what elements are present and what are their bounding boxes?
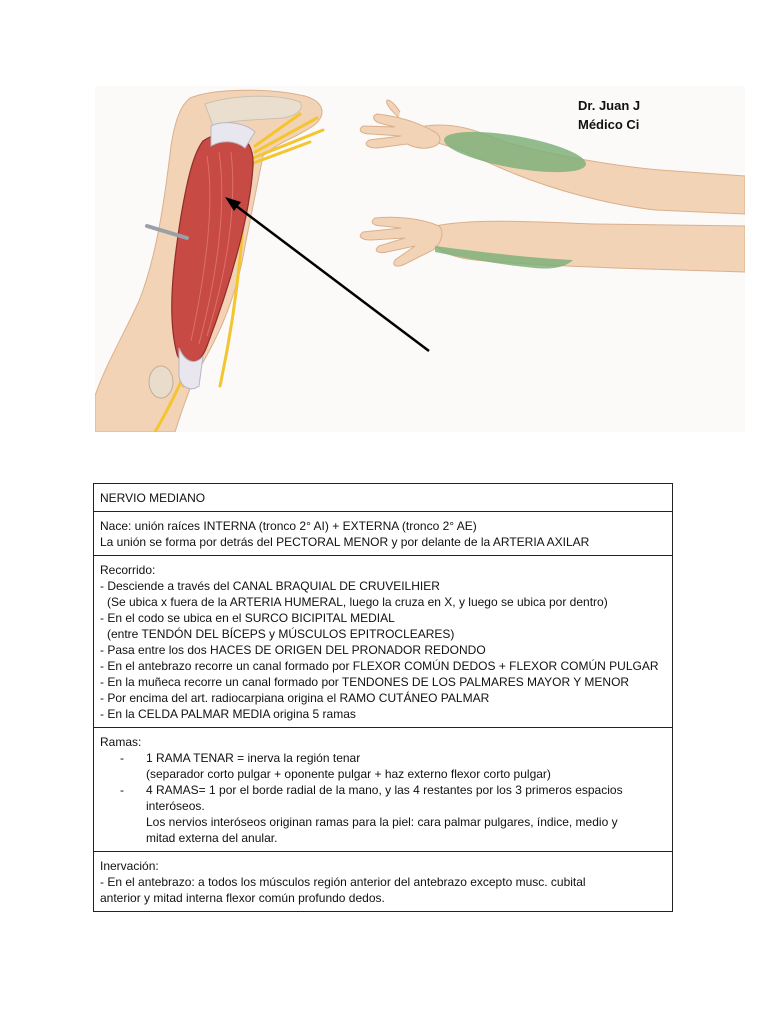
branch-line: 4 RAMAS= 1 por el borde radial de la man… — [146, 783, 623, 797]
author-line-1: Dr. Juan J — [578, 98, 641, 113]
course-line: - En la muñeca recorre un canal formado … — [100, 675, 630, 689]
course-line: - Pasa entre los dos HACES DE ORIGEN DEL… — [100, 643, 486, 657]
nerve-notes-table: NERVIO MEDIANO Nace: unión raíces INTERN… — [93, 483, 673, 912]
course-line: (Se ubica x fuera de la ARTERIA HUMERAL,… — [107, 595, 608, 609]
branch-line: (separador corto pulgar + oponente pulga… — [146, 767, 551, 781]
list-item: - 4 RAMAS= 1 por el borde radial de la m… — [100, 782, 666, 846]
table-title: NERVIO MEDIANO — [93, 483, 673, 512]
origin-line-1: Nace: unión raíces INTERNA (tronco 2° AI… — [100, 519, 477, 533]
pointer-arrow — [225, 197, 430, 352]
branch-line: Los nervios interóseos originan ramas pa… — [146, 815, 618, 829]
author-line-2: Médico Ci — [578, 117, 640, 132]
course-line: - Por encima del art. radiocarpiana orig… — [100, 691, 490, 705]
sensory-area-lower — [435, 246, 573, 269]
branch-line: interóseos. — [146, 799, 205, 813]
innervation-heading: Inervación: — [100, 859, 159, 873]
course-heading: Recorrido: — [100, 563, 156, 577]
branch-line: 1 RAMA TENAR = inerva la región tenar — [146, 751, 361, 765]
branches-list: - 1 RAMA TENAR = inerva la región tenar … — [100, 750, 666, 846]
table-row-title: NERVIO MEDIANO — [93, 483, 673, 512]
course-line: - En el codo se ubica en el SURCO BICIPI… — [100, 611, 395, 625]
anatomy-drawing — [95, 89, 745, 432]
branches-heading: Ramas: — [100, 735, 142, 749]
anatomy-illustration — [95, 86, 745, 432]
origin-line-2: La unión se forma por detrás del PECTORA… — [100, 535, 590, 549]
course-cell: Recorrido: - Desciende a través del CANA… — [93, 555, 673, 728]
innervation-line-2: anterior y mitad interna flexor común pr… — [100, 891, 385, 905]
forearm-lower — [359, 216, 745, 273]
origin-cell: Nace: unión raíces INTERNA (tronco 2° AI… — [93, 511, 673, 556]
list-dash: - — [120, 783, 124, 797]
table-row-innervation: Inervación: - En el antebrazo: a todos l… — [93, 851, 673, 912]
course-line: - En el antebrazo recorre un canal forma… — [100, 659, 659, 673]
sensory-area-upper — [444, 131, 586, 173]
list-item: - 1 RAMA TENAR = inerva la región tenar … — [100, 750, 666, 782]
author-credit: Dr. Juan J Médico Ci — [578, 96, 640, 134]
branches-cell: Ramas: - 1 RAMA TENAR = inerva la región… — [93, 727, 673, 852]
course-line: - Desciende a través del CANAL BRAQUIAL … — [100, 579, 440, 593]
table-row-origin: Nace: unión raíces INTERNA (tronco 2° AI… — [93, 511, 673, 556]
course-line: (entre TENDÓN DEL BÍCEPS y MÚSCULOS EPIT… — [107, 627, 455, 641]
forearm-upper — [359, 99, 745, 215]
innervation-cell: Inervación: - En el antebrazo: a todos l… — [93, 851, 673, 912]
branch-line: mitad externa del anular. — [146, 831, 278, 845]
innervation-line-1: - En el antebrazo: a todos los músculos … — [100, 875, 586, 889]
list-dash: - — [120, 751, 124, 765]
table-row-branches: Ramas: - 1 RAMA TENAR = inerva la región… — [93, 727, 673, 852]
table-row-course: Recorrido: - Desciende a través del CANA… — [93, 555, 673, 728]
course-line: - En la CELDA PALMAR MEDIA origina 5 ram… — [100, 707, 356, 721]
arm-anatomy-figure — [95, 89, 325, 432]
